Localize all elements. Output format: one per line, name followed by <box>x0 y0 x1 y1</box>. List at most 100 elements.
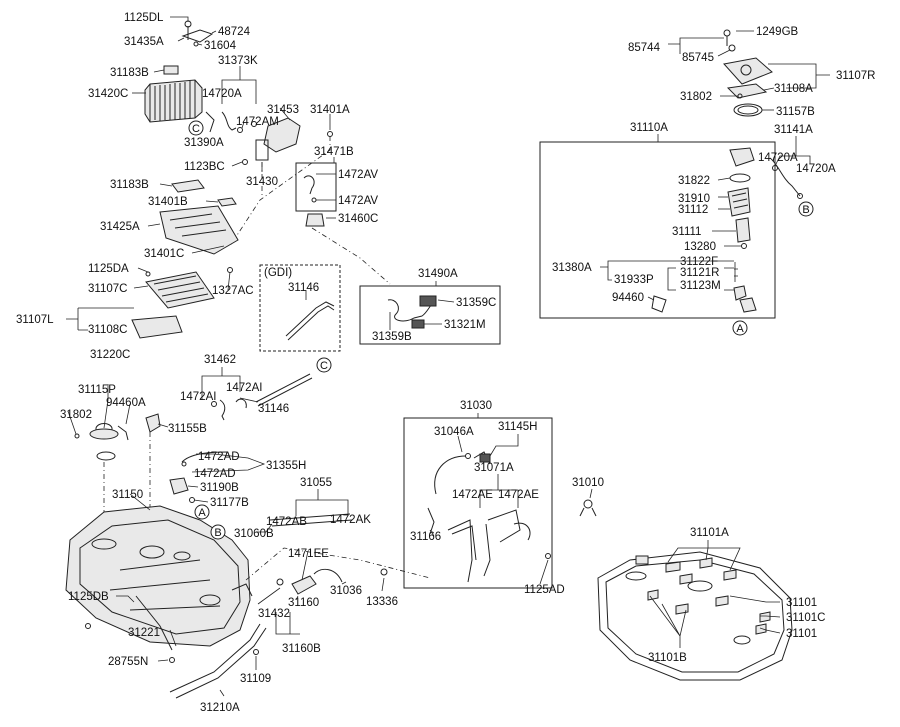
cover-hole <box>740 64 752 76</box>
clip-icon <box>189 497 195 503</box>
part-label: 31220C <box>90 349 130 361</box>
clip-icon <box>465 453 471 459</box>
strap-shape <box>169 623 267 699</box>
part-label: 31380A <box>552 262 592 274</box>
hose-shape <box>387 299 437 322</box>
gdi-label: (GDI) <box>264 267 292 279</box>
cap-icon <box>583 499 593 509</box>
leader-lines <box>66 16 830 697</box>
center-line <box>245 547 431 581</box>
part-label: 31055 <box>300 477 332 489</box>
pad-shape <box>171 179 205 193</box>
part-label: 13336 <box>366 596 398 608</box>
part-label: 31101 <box>786 597 817 609</box>
part-label: 1472AK <box>330 514 371 526</box>
valve-shape <box>169 477 189 495</box>
svg-text:B: B <box>214 527 221 539</box>
bolt-icon <box>85 623 91 629</box>
part-label: 31036 <box>330 585 362 597</box>
svg-text:A: A <box>198 507 206 519</box>
part-label: 31177B <box>210 497 249 509</box>
part-label: 31359C <box>456 297 496 309</box>
part-label: 31115P <box>78 384 116 396</box>
pad-shape <box>699 557 713 569</box>
gdi-box <box>259 264 341 352</box>
svg-text:B: B <box>802 204 809 216</box>
pad-shape <box>647 589 659 601</box>
pipe-shape <box>287 305 335 341</box>
part-label: 31150 <box>112 489 143 501</box>
hose-shape <box>235 398 247 409</box>
pipe-shape <box>483 509 521 577</box>
part-label: 31183B <box>110 179 149 191</box>
part-label: 31101A <box>690 527 729 539</box>
part-label: 31108C <box>88 324 127 336</box>
part-label: 28755N <box>108 656 148 668</box>
gasket-shape <box>726 83 768 99</box>
part-label: 31101B <box>648 652 687 664</box>
part-label: 31121R <box>680 267 719 279</box>
part-label: 31123M <box>680 280 721 292</box>
plate-shape <box>145 271 215 309</box>
part-label: 31490A <box>418 268 458 280</box>
part-label: 31107L <box>16 314 54 326</box>
part-label: 31101 <box>786 628 817 640</box>
canister-icon <box>144 79 203 123</box>
bolt-icon <box>253 649 259 655</box>
pad-shape <box>759 611 771 623</box>
clip-icon <box>311 197 317 203</box>
hose-shape <box>303 175 315 195</box>
part-label: 31373K <box>218 55 258 67</box>
part-label: 31160B <box>282 643 321 655</box>
bolt-icon <box>327 131 333 137</box>
part-label: 31190B <box>200 482 239 494</box>
bolt-icon <box>193 41 199 47</box>
pipe-shape <box>269 513 353 527</box>
clip-icon <box>237 127 243 133</box>
part-label: 31141A <box>774 124 813 136</box>
part-label: 31435A <box>124 36 164 48</box>
pipe-shape <box>285 301 335 337</box>
center-line <box>311 227 391 285</box>
part-label: 31822 <box>678 175 710 187</box>
part-label: 1472AE <box>498 489 539 501</box>
part-label: 1472AI <box>180 391 216 403</box>
part-label: 31157B <box>776 106 815 118</box>
valve-shape <box>145 413 161 433</box>
pipe-shape <box>447 519 477 583</box>
part-label: 31359B <box>372 331 412 343</box>
clip-icon <box>251 121 257 127</box>
part-label: 1472AE <box>452 489 493 501</box>
part-label: 31355H <box>266 460 306 472</box>
pad-shape <box>679 573 693 585</box>
part-label: 1472AI <box>226 382 262 394</box>
pipe-shape <box>255 373 313 407</box>
bolt-icon <box>145 271 151 277</box>
part-label: 31109 <box>240 673 271 685</box>
bracket-shape <box>181 26 214 43</box>
part-label: 31933P <box>614 274 654 286</box>
part-label: 31604 <box>204 40 237 52</box>
part-label: 14720A <box>796 163 836 175</box>
part-label: 31425A <box>100 221 140 233</box>
marker-A-tank: A <box>194 504 210 520</box>
strap-shape <box>135 595 173 651</box>
connector-shape <box>419 295 437 307</box>
pad-shape <box>755 623 767 635</box>
pad-shape <box>675 603 689 615</box>
part-label: 31071A <box>474 462 514 474</box>
part-label: 31060B <box>234 528 274 540</box>
part-label: 31122F <box>680 256 718 268</box>
part-label: 31166 <box>410 531 441 543</box>
clip-icon <box>276 578 284 586</box>
pad-shape <box>723 569 737 581</box>
part-label: 1472AM <box>236 116 279 128</box>
part-label: 31112 <box>678 204 708 216</box>
pad-shape <box>715 595 729 607</box>
part-labels: 1125DL 48724 31435A 31604 31373K 31183B … <box>16 12 875 714</box>
fuel-tank-icon <box>597 551 793 681</box>
part-label: 94460A <box>106 397 146 409</box>
plate-ribs <box>153 275 209 303</box>
canister-filter-shape <box>163 65 179 75</box>
part-label: 31460C <box>338 213 378 225</box>
